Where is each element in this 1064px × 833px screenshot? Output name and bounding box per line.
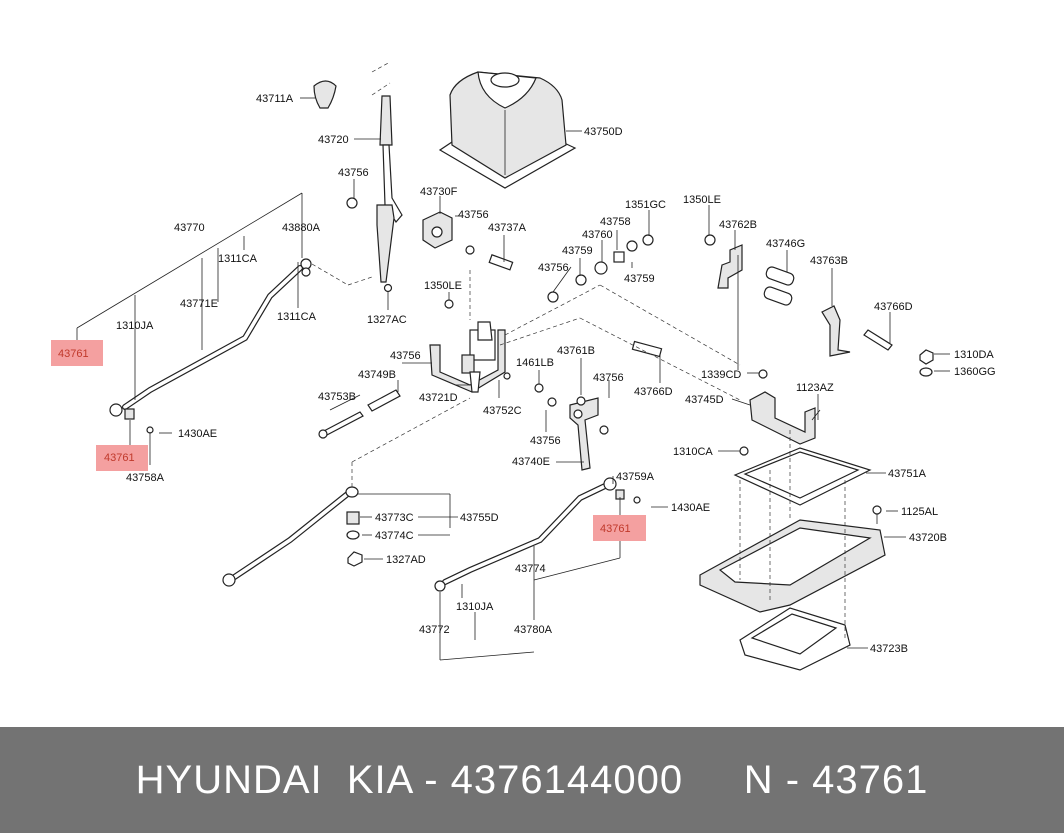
label-43761-lower: 43761: [104, 452, 135, 464]
label-1350LE-a: 1350LE: [424, 280, 462, 292]
cover-43723B-part: [739, 607, 851, 671]
label-1327AC: 1327AC: [367, 314, 407, 326]
shift-lever-part: [371, 61, 403, 293]
parts-diagram: 43711A 43720 43756 43770 43880A 1311CA 4…: [51, 61, 996, 671]
footer-caption: HYUNDAI KIA - 4376144000 N - 43761: [135, 757, 929, 802]
label-43758A: 43758A: [126, 472, 165, 484]
label-43759A: 43759A: [616, 471, 655, 483]
label-1351GC: 1351GC: [625, 199, 666, 211]
label-43756-f: 43756: [530, 435, 561, 447]
label-43770: 43770: [174, 222, 205, 234]
small-hardware-part: [301, 197, 934, 456]
lever-43740E-part: [547, 396, 609, 471]
label-43759-a: 43759: [562, 245, 593, 257]
label-43763B: 43763B: [810, 255, 848, 267]
base-plate-43720B-part: [699, 505, 886, 613]
label-43745D: 43745D: [685, 394, 724, 406]
cable-43771E-part: [109, 258, 312, 434]
label-43774C: 43774C: [375, 530, 414, 542]
label-1339CD: 1339CD: [701, 369, 741, 381]
label-1430AE-b: 1430AE: [671, 502, 710, 514]
label-43773C: 43773C: [375, 512, 414, 524]
label-43758: 43758: [600, 216, 631, 228]
label-43756-a: 43756: [338, 167, 369, 179]
label-43780A: 43780A: [514, 624, 553, 636]
label-43720B: 43720B: [909, 532, 947, 544]
label-43721D: 43721D: [419, 392, 458, 404]
label-1430AE-a: 1430AE: [178, 428, 217, 440]
label-43756-e: 43756: [593, 372, 624, 384]
leader-lines: [76, 97, 950, 661]
label-1123AZ: 1123AZ: [796, 382, 834, 394]
label-43772: 43772: [419, 624, 450, 636]
highlight-box-43761-lower: [96, 445, 148, 471]
label-1310JA-b: 1310JA: [456, 601, 494, 613]
label-43723B: 43723B: [870, 643, 908, 655]
highlight-box-43761-left: [51, 340, 103, 366]
label-43760: 43760: [582, 229, 613, 241]
label-43737A: 43737A: [488, 222, 527, 234]
label-43746G: 43746G: [766, 238, 805, 250]
label-43755D: 43755D: [460, 512, 499, 524]
shift-knob-part: [313, 80, 337, 109]
label-1461LB: 1461LB: [516, 357, 554, 369]
highlight-box-43761-right: [593, 515, 646, 541]
label-1350LE-b: 1350LE: [683, 194, 721, 206]
label-43753B: 43753B: [318, 391, 356, 403]
label-43730F: 43730F: [420, 186, 458, 198]
label-1327AD: 1327AD: [386, 554, 426, 566]
label-1310CA: 1310CA: [673, 446, 713, 458]
cable-43755D-part: [222, 486, 363, 587]
label-43761-left: 43761: [58, 348, 89, 360]
bracket-43745D-part: [749, 391, 821, 445]
bracket-43762B-part: [717, 244, 743, 289]
label-43711A: 43711A: [256, 93, 294, 105]
label-43740E: 43740E: [512, 456, 550, 468]
label-43756-b: 43756: [458, 209, 489, 221]
label-1125AL: 1125AL: [901, 506, 938, 518]
gasket-43751A-part: [733, 447, 872, 506]
label-43756-c: 43756: [538, 262, 569, 274]
bushing-43746G-part: [763, 266, 795, 306]
label-43720: 43720: [318, 134, 349, 146]
label-43761B: 43761B: [557, 345, 595, 357]
pin-43753B-part: [318, 389, 401, 439]
label-1311CA-b: 1311CA: [277, 311, 317, 323]
label-43761-right: 43761: [600, 523, 631, 535]
label-43774: 43774: [515, 563, 546, 575]
label-43880A: 43880A: [282, 222, 321, 234]
label-43752C: 43752C: [483, 405, 522, 417]
label-43766D-a: 43766D: [874, 301, 913, 313]
label-43762B: 43762B: [719, 219, 757, 231]
label-43749B: 43749B: [358, 369, 396, 381]
label-1360GG: 1360GG: [954, 366, 996, 378]
footer-bar: HYUNDAI KIA - 4376144000 N - 43761: [0, 727, 1064, 833]
label-1310JA-a: 1310JA: [116, 320, 154, 332]
label-43756-d: 43756: [390, 350, 421, 362]
label-43751A: 43751A: [888, 468, 927, 480]
shifter-mechanism-part: [429, 321, 506, 393]
label-1310DA: 1310DA: [954, 349, 994, 361]
label-43759-b: 43759: [624, 273, 655, 285]
label-43766D-b: 43766D: [634, 386, 673, 398]
label-43750D: 43750D: [584, 126, 623, 138]
bracket-43763B-part: [821, 305, 893, 357]
shift-boot-part: [438, 71, 577, 189]
label-1311CA-a: 1311CA: [218, 253, 258, 265]
label-43771E: 43771E: [180, 298, 218, 310]
